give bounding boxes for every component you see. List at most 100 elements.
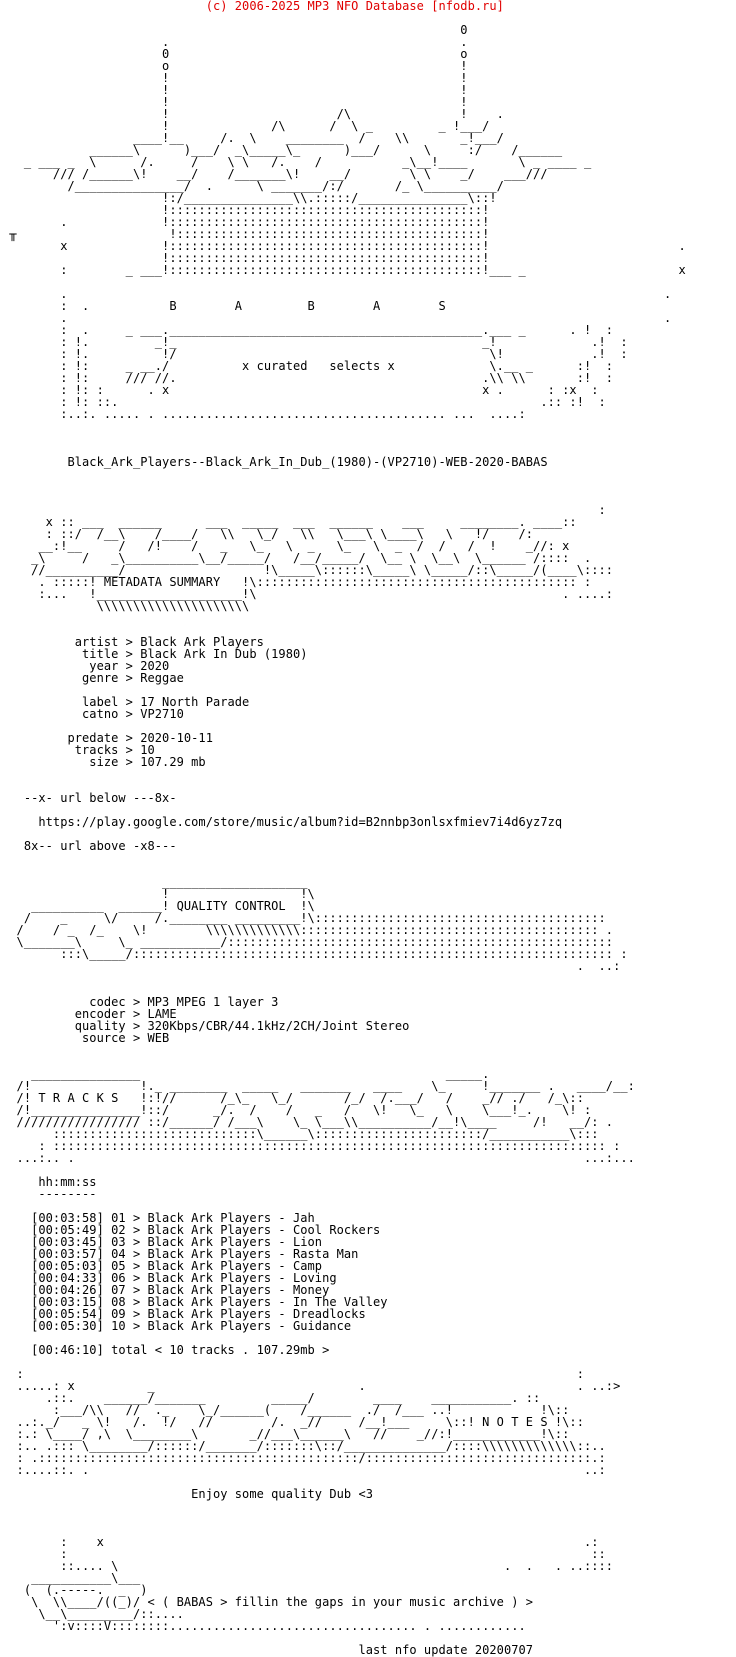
- nfo-line: \\\\\\\\\\\\\\\\\\\\\: [2, 599, 250, 613]
- nfo-line: ::::::::::::::::::::::::::::\______\::::…: [2, 1127, 599, 1141]
- nfo-line: 0: [2, 23, 468, 37]
- nfo-line: . .: [2, 287, 672, 301]
- nfo-line: /// /______\! __/ /_______\! __/ \ \ _/ …: [2, 167, 548, 181]
- nfo-line: //__________/ !\_____\::::::\_____\ \___…: [2, 563, 614, 577]
- nfo-line: [00:46:10] total < 10 tracks . 107.29mb …: [2, 1343, 330, 1357]
- nfo-line: ___________\___: [2, 1571, 141, 1585]
- nfo-line: Black_Ark_Players--Black_Ark_In_Dub_(198…: [2, 455, 548, 469]
- nfo-line: : :: [2, 1367, 584, 1381]
- nfo-line: ! /\ ! .: [2, 107, 504, 121]
- nfo-line: size > 107.29 mb: [2, 755, 206, 769]
- nfo-line: : _ ___!::::::::::::::::::::::::::::::::…: [2, 263, 686, 277]
- nfo-line: : .:::::::::::::::::::::::::::::::::::::…: [2, 1451, 606, 1465]
- nfo-line: [2, 432, 736, 444]
- nfo-line: [2, 852, 736, 864]
- nfo-line: / / _ /_ \! \\\\\\\\\\\\\:::::::::::::::…: [2, 923, 614, 937]
- nfo-line: : !: _ __./ x curated selects x \.__ _ :…: [2, 359, 614, 373]
- nfo-line: predate > 2020-10-11: [2, 731, 213, 745]
- nfo-line: ! !: [2, 95, 468, 109]
- nfo-line: : ::/ /__\ /____/ \\ \_/ \\ \___\ \____\…: [2, 527, 534, 541]
- nfo-line: _\ / _\__________\__/_____/ /__/_____/ \…: [2, 551, 592, 565]
- nfo-line: [2, 768, 736, 780]
- nfo-line: [00:05:49] 02 > Black Ark Players - Cool…: [2, 1223, 381, 1237]
- nfo-line: /! T R A C K S !:!// /_\_ \_/ /_/ /.___/…: [2, 1091, 584, 1105]
- copyright-header: (c) 2006-2025 MP3 NFO Database [nfodb.ru…: [2, 0, 504, 13]
- nfo-line: [2, 612, 736, 624]
- nfo-line: [00:03:57] 04 > Black Ark Players - Rast…: [2, 1247, 359, 1261]
- nfo-line: ':v::::V::::::::........................…: [2, 1619, 526, 1633]
- nfo-line: / _ \/ /.________ _________!\:::::::::::…: [2, 911, 606, 925]
- nfo-line: !:::::::::::::::::::::::::::::::::::::::…: [2, 203, 490, 217]
- nfo-line: o !: [2, 59, 468, 73]
- nfo-line: quality > 320Kbps/CBR/44.1kHz/2CH/Joint …: [2, 1019, 410, 1033]
- nfo-line: ::.... \ . . . ..::::: [2, 1559, 614, 1573]
- nfo-line: [2, 1164, 736, 1176]
- release-url-link[interactable]: https://play.google.com/store/music/albu…: [2, 815, 563, 829]
- nfo-line: ...:.. . ...:...: [2, 1151, 635, 1165]
- nfo-line: :.: \____/ ,\ \________\ _//___\______\ …: [2, 1427, 570, 1441]
- nfo-line: !:/_______________\\.:::::/_____________…: [2, 191, 497, 205]
- nfo-line: . .: [2, 311, 672, 325]
- nfo-line: : . _ ___.______________________________…: [2, 323, 614, 337]
- nfo-line: genre > Reggae: [2, 671, 184, 685]
- nfo-line: ! !\: [2, 887, 315, 901]
- nfo-line: !:::::::::::::::::::::::::::::::::::::::…: [2, 251, 490, 265]
- nfo-line: : !: /// //. .\\ \\ :! :: [2, 371, 614, 385]
- nfo-line: \_______\ \_ ___________/:::::::::::::::…: [2, 935, 614, 949]
- nfo-line: [00:05:03] 05 > Black Ark Players - Camp: [2, 1259, 323, 1273]
- nfo-line: encoder > LAME: [2, 1007, 177, 1021]
- nfo-line: : !: ::. .:: :! :: [2, 395, 606, 409]
- nfo-line: : !: : . x x . : :x :: [2, 383, 599, 397]
- nfo-line: ! !: [2, 83, 468, 97]
- nfo-line: :.. .::: \________/::::::/_______/::::::…: [2, 1439, 606, 1453]
- nfo-line: codec > MP3 MPEG 1 layer 3: [2, 995, 279, 1009]
- nfo-line: last nfo update 20200707: [2, 1643, 534, 1657]
- nfo-line: [2, 468, 736, 480]
- nfo-line: 8x-- url above -x8---: [2, 839, 177, 853]
- nfo-line: [2, 1512, 736, 1524]
- nfo-line: :..:. ..... . ..........................…: [2, 407, 526, 421]
- nfo-line: ______\ )___/ _\_____\_ )___/ \ :/ /____…: [2, 143, 563, 157]
- nfo-line: : x .:: [2, 1535, 599, 1549]
- nfo-line: tracks > 10: [2, 743, 155, 757]
- nfo-line: ( (.-----. _ ): [2, 1583, 148, 1597]
- nfo-line: [00:04:33] 06 > Black Ark Players - Lovi…: [2, 1271, 337, 1285]
- nfo-line: /_______________/ . \ _______/:/ /_ \___…: [2, 179, 504, 193]
- nfo-line: ! !: [2, 71, 468, 85]
- nfo-line: source > WEB: [2, 1031, 170, 1045]
- nfo-line: [2, 420, 736, 432]
- nfo-line: :....::. . ..:: [2, 1463, 606, 1477]
- nfo-line: ╥ !:::::::::::::::::::::::::::::::::::::…: [2, 227, 490, 241]
- nfo-line: /!_______________!::/ _/. / / _ / \! \_ …: [2, 1103, 592, 1117]
- nfo-line: __:!__ / /! / _ \_ \ _ \_ \ _ / / / ! _/…: [2, 539, 570, 553]
- nfo-body: 0 . . 0 o o !: [2, 12, 736, 1656]
- nfo-line: ..:._/ _ \! /. !/ // /. _// /__!___ \::!…: [2, 1415, 584, 1429]
- nfo-line: [00:03:58] 01 > Black Ark Players - Jah: [2, 1211, 315, 1225]
- nfo-line: .....: x _ . . ..:>: [2, 1379, 621, 1393]
- nfo-line: . :::::! METADATA SUMMARY !\::::::::::::…: [2, 575, 592, 589]
- nfo-line: x !:::::::::::::::::::::::::::::::::::::…: [2, 239, 686, 253]
- nfo-line: . .: [2, 35, 468, 49]
- nfo-line: : !. _!_ _! .! :: [2, 335, 628, 349]
- nfo-line: . ..:: [2, 959, 621, 973]
- nfo-line: [00:05:54] 09 > Black Ark Players - Drea…: [2, 1307, 366, 1321]
- nfo-line: : !. !/ \! .! :: [2, 347, 628, 361]
- nfo-line: :: [2, 503, 606, 517]
- nfo-line: . !:::::::::::::::::::::::::::::::::::::…: [2, 215, 490, 229]
- nfo-line: artist > Black Ark Players: [2, 635, 264, 649]
- nfo-line: --------: [2, 1187, 97, 1201]
- nfo-line: :___/\\ // ._ \_/______( /______ ./ /___…: [2, 1403, 570, 1417]
- nfo-line: x :: ___ ______ ___ _____ ___ ______ ___…: [2, 515, 577, 529]
- nfo-line: [00:03:45] 03 > Black Ark Players - Lion: [2, 1235, 323, 1249]
- nfo-line: [00:03:15] 08 > Black Ark Players - In T…: [2, 1295, 388, 1309]
- nfo-line: .::. ______/_______ _____/ ____ ________…: [2, 1391, 541, 1405]
- nfo-line: hh:mm:ss: [2, 1175, 97, 1189]
- nfo-line: ____!__ /. \ ________ / \\ _!___/: [2, 131, 504, 145]
- nfo-line: year > 2020: [2, 659, 170, 673]
- nfo-line: title > Black Ark In Dub (1980): [2, 647, 308, 661]
- nfo-line: ///////////////// ::/______/ /___\ \_ \_…: [2, 1115, 614, 1129]
- nfo-line: catno > VP2710: [2, 707, 184, 721]
- nfo-line: _______________ _____.: [2, 1067, 490, 1081]
- nfo-line: [2, 480, 736, 492]
